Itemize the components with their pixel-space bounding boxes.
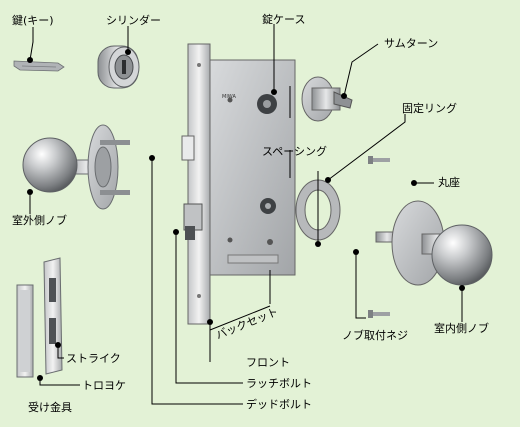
thumbturn-part [301,76,353,122]
label-rose: 丸座 [438,176,460,189]
cylinder-part [97,45,140,89]
label-deadbolt: デッドボルト [246,398,312,411]
leader-lines [27,24,465,405]
label-latch-bolt: ラッチボルト [246,377,312,390]
inner-knob-part [375,200,493,286]
strike-set-part [16,257,63,378]
label-fixing-ring: 固定リング [402,102,457,115]
label-front: フロント [246,356,290,369]
label-strike: ストライク [66,352,121,365]
label-cylinder: シリンダー [106,14,161,27]
label-thumbturn: サムターン [384,37,439,50]
label-key: 鍵(キー) [12,14,54,27]
label-knob-screw: ノブ取付ネジ [342,329,408,342]
label-lock-case: 錠ケース [262,13,306,26]
backset-dimension [209,270,271,331]
screws-part [368,156,390,318]
label-dust-box: トロヨケ [82,379,126,392]
outer-knob-part [22,124,130,210]
label-spacing: スペーシング [262,145,328,158]
key-part [13,60,65,72]
lock-case-part: MIWA [181,43,296,325]
label-outer-knob: 室外側ノブ [12,214,67,227]
case-brand-text: MIWA [222,94,236,100]
label-inner-knob: 室内側ノブ [434,322,489,335]
label-strike-set: 受け金具 [28,401,72,414]
